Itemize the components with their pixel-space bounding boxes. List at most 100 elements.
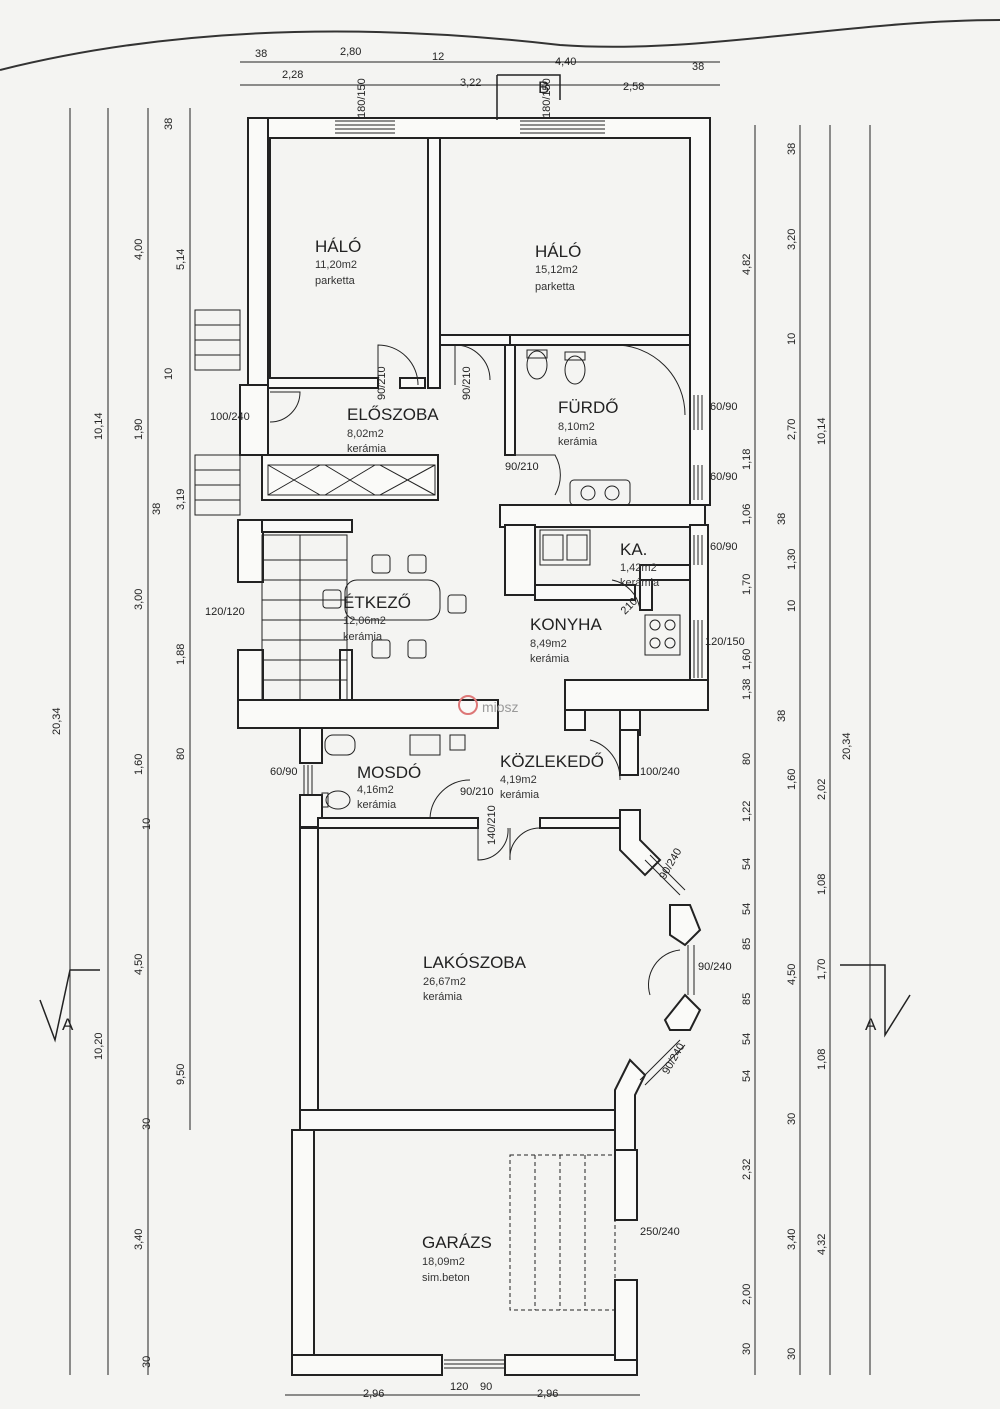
room-floor: kerámia (357, 799, 397, 811)
paper-edge-line (0, 19, 1000, 71)
dim-label: 30 (786, 1348, 798, 1360)
room-floor: kerámia (423, 991, 463, 1003)
dim-label: 80 (175, 748, 187, 760)
dim-label: 4,00 (133, 239, 145, 260)
dim-label: 120 (450, 1381, 468, 1393)
dim-label: 4,40 (555, 56, 576, 68)
dim-label: 38 (692, 61, 704, 73)
dim-label: 2,58 (623, 81, 644, 93)
dim-label: 1,90 (133, 419, 145, 440)
room-floor: sim.beton (422, 1272, 470, 1284)
dim-label: 10 (786, 333, 798, 345)
opening-label: 60/90 (710, 401, 738, 413)
dim-label: 38 (786, 143, 798, 155)
room-halo-1: HÁLÓ 11,20m2 parketta (315, 237, 361, 287)
dim-label: 2,28 (282, 69, 303, 81)
dim-label: 9,50 (175, 1064, 187, 1085)
dim-label: 10 (163, 368, 175, 380)
opening-label: 90/210 (461, 366, 473, 400)
dim-label: 10,14 (93, 412, 105, 440)
room-floor: kerámia (500, 789, 540, 801)
room-floor: parketta (535, 281, 576, 293)
opening-label: 120/120 (205, 606, 245, 618)
dim-label: 85 (741, 938, 753, 950)
room-name: HÁLÓ (535, 242, 581, 261)
room-area: 8,02m2 (347, 428, 384, 440)
room-name: KONYHA (530, 615, 602, 634)
dim-label: 4,82 (741, 254, 753, 275)
dim-label: 1,88 (175, 644, 187, 665)
room-eloszoba: ELŐSZOBA 8,02m2 kerámia (347, 405, 439, 455)
opening-label: 180/150 (356, 78, 368, 118)
room-name: LAKÓSZOBA (423, 953, 527, 972)
door-swings (269, 344, 686, 996)
dim-label: 1,30 (786, 549, 798, 570)
dim-label: 30 (141, 1118, 153, 1130)
dim-label: 38 (255, 48, 267, 60)
room-lakoszoba: LAKÓSZOBA 26,67m2 kerámia (423, 953, 527, 1003)
dim-label: 2,70 (786, 419, 798, 440)
room-area: 8,10m2 (558, 421, 595, 433)
room-ka: KA. 1,42m2 kerámia (620, 540, 660, 589)
dim-label: 1,08 (816, 874, 828, 895)
dim-label: 38 (776, 513, 788, 525)
room-floor: kerámia (620, 577, 660, 589)
dimension-labels-left: 20,34 10,14 10,20 4,00 1,90 3,00 1,60 4,… (51, 118, 187, 1368)
opening-label: 60/90 (710, 541, 738, 553)
room-name: ÉTKEZŐ (343, 593, 411, 612)
room-floor: kerámia (530, 653, 570, 665)
dim-label: 4,32 (816, 1234, 828, 1255)
dim-label: 2,00 (741, 1284, 753, 1305)
dim-label: 2,96 (363, 1388, 384, 1400)
dim-label: 2,32 (741, 1159, 753, 1180)
dim-label: 3,19 (175, 489, 187, 510)
dim-label: 80 (741, 753, 753, 765)
room-floor: parketta (315, 275, 356, 287)
section-label-a-left: A (62, 1015, 74, 1034)
dim-label: 1,38 (741, 679, 753, 700)
dim-label: 20,34 (841, 732, 853, 760)
opening-label: 90/210 (460, 786, 494, 798)
dim-label: 38 (151, 503, 163, 515)
room-name: KA. (620, 540, 647, 559)
dim-label: 54 (741, 1070, 753, 1082)
dim-label: 90 (480, 1381, 492, 1393)
dim-label: 3,00 (133, 589, 145, 610)
room-name: GARÁZS (422, 1233, 492, 1252)
dim-label: 1,08 (816, 1049, 828, 1070)
room-floor: kerámia (558, 436, 598, 448)
dim-label: 30 (141, 1356, 153, 1368)
fixtures (321, 349, 681, 1311)
dim-label: 2,02 (816, 779, 828, 800)
section-label-b-top: B (538, 78, 549, 97)
dim-label: 4,50 (786, 964, 798, 985)
room-area: 4,16m2 (357, 784, 394, 796)
dim-label: 54 (741, 903, 753, 915)
room-halo-2: HÁLÓ 15,12m2 parketta (535, 242, 581, 293)
opening-label: 140/210 (486, 805, 498, 845)
dim-label: 12 (432, 51, 444, 63)
dim-label: 1,60 (133, 754, 145, 775)
dim-label: 1,70 (741, 574, 753, 595)
room-area: 18,09m2 (422, 1256, 465, 1268)
opening-label: 180/150 (541, 78, 553, 118)
room-area: 8,49m2 (530, 638, 567, 650)
dim-label: 1,60 (786, 769, 798, 790)
section-mark-a-right (840, 964, 911, 1038)
stairs (194, 309, 436, 701)
dim-label: 10 (786, 600, 798, 612)
opening-label: 90/240 (698, 961, 732, 973)
walls (237, 117, 711, 1376)
dim-label: 1,06 (741, 504, 753, 525)
dim-label: 30 (786, 1113, 798, 1125)
dim-label: 4,50 (133, 954, 145, 975)
dim-label: 2,80 (340, 46, 361, 58)
dim-label: 10 (141, 818, 153, 830)
opening-label: 60/90 (270, 766, 298, 778)
watermark-logo-icon (458, 695, 478, 715)
room-mosdo: MOSDÓ 4,16m2 kerámia (357, 763, 421, 811)
dim-label: 3,22 (460, 77, 481, 89)
room-name: ELŐSZOBA (347, 405, 439, 424)
dim-label: 1,70 (816, 959, 828, 980)
